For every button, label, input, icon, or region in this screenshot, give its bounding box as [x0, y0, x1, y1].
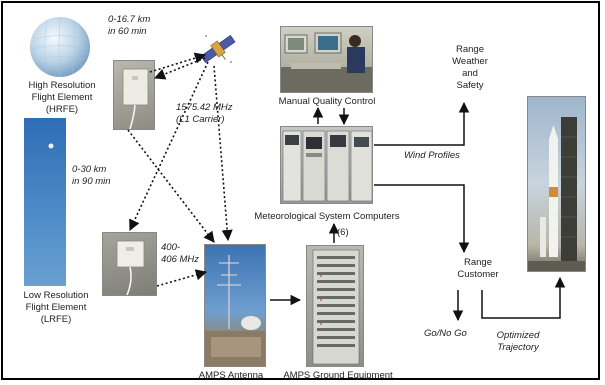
hrfe-balloon-photo — [22, 14, 100, 78]
go-no-go-label: Go/No Go — [424, 328, 467, 339]
arrow-satellite-to-hrfe — [153, 57, 206, 80]
arrow-hrfe-to-satellite — [149, 52, 207, 73]
uhf-band-label: 400- 406 MHz — [161, 242, 200, 265]
lrfe-sensor-photo — [102, 232, 157, 296]
lrfe-sky-photo — [24, 118, 66, 286]
arrow-customer-to-trajectory — [481, 276, 566, 319]
manual-qc-label: Manual Quality Control — [278, 96, 376, 107]
amps-antenna-photo — [204, 244, 266, 367]
wind-profiles-label: Wind Profiles — [404, 150, 460, 161]
arrow-satellite-to-antenna — [213, 65, 233, 242]
arrow-computers-to-customer — [374, 184, 470, 254]
arrow-satellite-to-lrfe — [129, 61, 209, 232]
manual-qc-photo — [280, 26, 373, 93]
hrfe-sensor-photo — [113, 60, 155, 130]
l1-carrier-label: 1575.42 MHz (L1 Carrier) — [176, 102, 233, 125]
lrfe-label: Low Resolution Flight Element (LRFE) — [23, 290, 89, 325]
arrow-lrfe-to-antenna — [156, 269, 208, 287]
hrfe-label: High Resolution Flight Element (HRFE) — [28, 80, 96, 115]
launch-vehicle-photo — [527, 96, 586, 272]
amps-ground-equipment-photo — [306, 245, 364, 367]
met-computers-photo — [280, 126, 373, 204]
amps-ground-equipment-label: AMPS Ground Equipment — [283, 370, 393, 381]
computer-count-label: (6) — [337, 227, 349, 238]
arrow-hrfe-to-antenna — [127, 129, 215, 243]
optimized-trajectory-label: Optimized Trajectory — [496, 330, 540, 353]
diagram-border — [1, 1, 600, 380]
hrfe-altitude-label: 0-16.7 km in 60 min — [108, 14, 151, 37]
amps-antenna-label: AMPS Antenna — [198, 370, 264, 381]
met-computers-label: Meteorological System Computers — [254, 211, 400, 222]
arrow-computers-to-weather — [374, 101, 470, 146]
range-weather-label: Range Weather and Safety — [452, 44, 488, 91]
range-customer-label: Range Customer — [457, 257, 499, 280]
lrfe-altitude-label: 0-30 km in 90 min — [72, 164, 111, 187]
